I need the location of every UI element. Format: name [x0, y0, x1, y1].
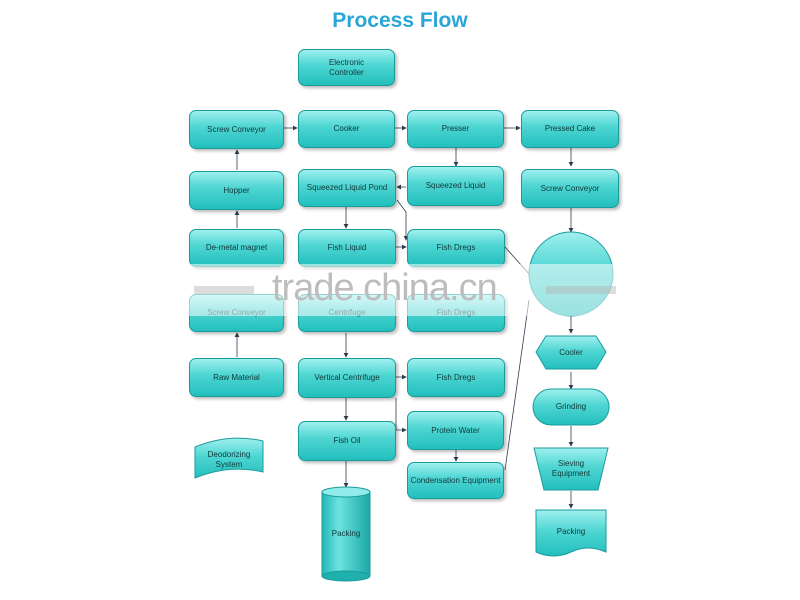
node-fish-dregs-1: Fish Dregs	[407, 229, 505, 267]
sieving-shape	[533, 447, 609, 491]
node-demetal-magnet: De-metal magnet	[189, 229, 284, 267]
label-sieving-equipment: Sieving Equipment	[551, 459, 591, 478]
grinding-shape	[532, 388, 610, 426]
node-screw-conveyor-left: Screw Conveyor	[189, 110, 284, 149]
node-screw-conveyor-right: Screw Conveyor	[521, 169, 619, 208]
node-cooker: Cooker	[298, 110, 395, 148]
node-fish-dregs-3: Fish Dregs	[407, 358, 505, 397]
watermark-text: trade.china.cn	[272, 267, 498, 309]
node-presser: Presser	[407, 110, 504, 148]
node-squeezed-liquid: Squeezed Liquid	[407, 166, 504, 206]
node-squeezed-liquid-pond: Squeezed Liquid Pond	[298, 169, 396, 207]
diagram-title: Process Flow	[332, 9, 468, 32]
node-condensation-equipment: Condensation Equipment	[407, 462, 504, 499]
node-vertical-centrifuge: Vertical Centrifuge	[298, 358, 396, 398]
label-deodorizing-system: Deodorizing System	[207, 450, 251, 469]
cooler-shape	[535, 335, 607, 370]
label-cooler: Cooler	[559, 347, 583, 357]
node-electronic-controller: Electronic Controller	[298, 49, 395, 86]
watermark-overlay: trade.china.cn	[186, 264, 626, 316]
packing-cylinder-shape	[321, 486, 371, 582]
edge-condensation-dryer	[504, 299, 530, 471]
node-hopper: Hopper	[189, 171, 284, 210]
edge-pond-return	[396, 199, 409, 241]
node-fish-liquid: Fish Liquid	[298, 229, 396, 267]
node-pressed-cake: Pressed Cake	[521, 110, 619, 148]
deodorizing-shape	[194, 437, 264, 479]
label-packing-right: Packing	[556, 527, 586, 536]
label-packing-cylinder: Packing	[331, 529, 361, 538]
node-raw-material: Raw Material	[189, 358, 284, 397]
node-fish-oil: Fish Oil	[298, 421, 396, 461]
edge-vertical-proteinwater	[395, 398, 407, 433]
label-grinding: Grinding	[555, 402, 587, 411]
packing-right-shape	[535, 509, 607, 557]
node-protein-water: Protein Water	[407, 411, 504, 450]
